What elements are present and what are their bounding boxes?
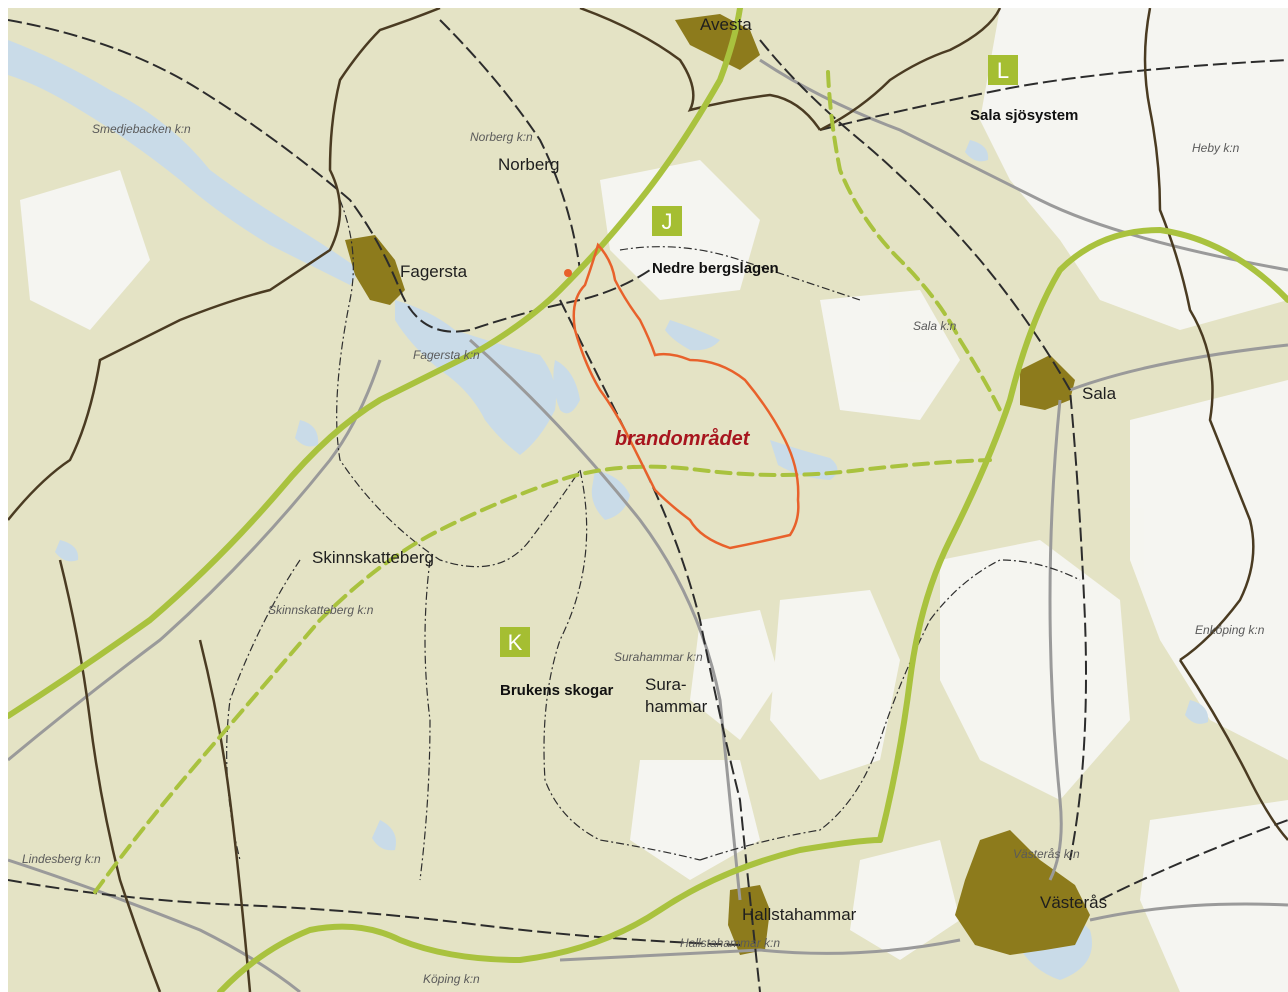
muni-lindesberg: Lindesberg k:n (22, 852, 101, 866)
roads (8, 58, 1288, 992)
urban-sala (1020, 355, 1075, 410)
town-surahammar-1[interactable]: Sura- (645, 675, 687, 694)
county-borders (8, 8, 1288, 992)
town-vasteras[interactable]: Västerås (1040, 893, 1107, 912)
muni-vasteras: Västerås k:n (1013, 847, 1080, 861)
urban-fagersta (345, 235, 405, 305)
region-j-name: Nedre bergslagen (652, 260, 779, 277)
region-j-marker[interactable]: J (652, 206, 682, 236)
muni-koping: Köping k:n (423, 972, 480, 986)
green-corridors-dashed (93, 70, 1002, 894)
fire-area-outline (572, 242, 800, 550)
muni-fagersta: Fagersta k:n (413, 348, 480, 362)
fire-origin-dot (564, 269, 572, 277)
town-norberg[interactable]: Norberg (498, 155, 559, 174)
muni-sala: Sala k:n (913, 319, 957, 333)
muni-enkoping: Enköping k:n (1195, 623, 1265, 637)
muni-norberg: Norberg k:n (470, 130, 533, 144)
urban-vasteras (955, 830, 1090, 955)
region-l-name: Sala sjösystem (970, 107, 1078, 124)
town-sala[interactable]: Sala (1082, 384, 1117, 403)
region-j-letter: J (662, 209, 673, 234)
muni-skinnskatteberg: Skinnskatteberg k:n (268, 603, 374, 617)
region-k-marker[interactable]: K (500, 627, 530, 657)
urban-hallstahammar (728, 885, 770, 955)
town-skinnskatteberg[interactable]: Skinnskatteberg (312, 548, 434, 567)
muni-heby: Heby k:n (1192, 141, 1240, 155)
green-corridor-east (877, 226, 1288, 843)
town-surahammar-2[interactable]: hammar (645, 697, 708, 716)
open-land-patches (20, 8, 1288, 992)
green-corridors (8, 8, 1288, 992)
region-l-letter: L (997, 58, 1009, 83)
green-corridor-south (217, 837, 883, 992)
muni-smedjebacken: Smedjebacken k:n (92, 122, 191, 136)
town-hallstahammar[interactable]: Hallstahammar (742, 905, 857, 924)
dashed-corridor-east (826, 70, 1002, 412)
green-corridor-northwest (8, 8, 743, 719)
town-fagersta[interactable]: Fagersta (400, 262, 468, 281)
dashed-corridor-south (93, 458, 992, 894)
muni-surahammar: Surahammar k:n (614, 650, 703, 664)
town-avesta[interactable]: Avesta (700, 15, 752, 34)
municipal-borders (226, 199, 1081, 881)
region-k-letter: K (508, 630, 523, 655)
muni-hallstahammar: Hallstahammar k:n (680, 936, 780, 950)
region-k-name: Brukens skogar (500, 682, 614, 699)
fire-area-label: brandområdet (615, 427, 751, 450)
region-l-marker[interactable]: L (988, 55, 1018, 85)
